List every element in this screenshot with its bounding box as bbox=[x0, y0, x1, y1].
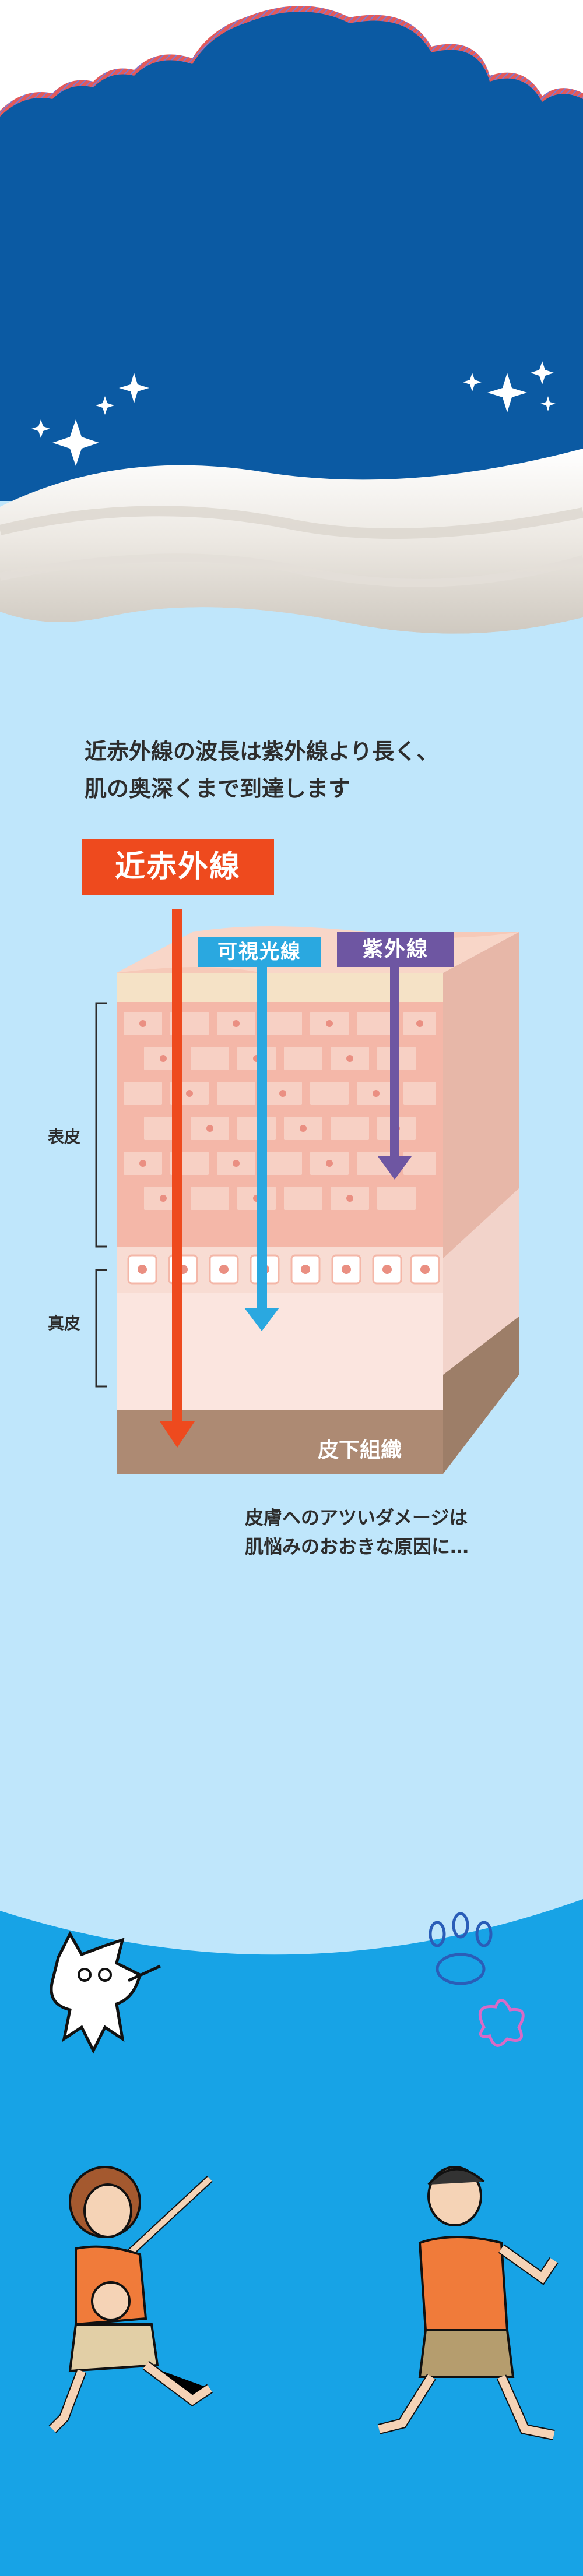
subcutaneous-label: 皮下組織 bbox=[318, 1438, 402, 1462]
visible-light-tag: 可視光線 bbox=[198, 937, 321, 967]
headline-line-1: 近赤外線の波長は紫外線より長く、 bbox=[85, 739, 439, 764]
epidermis-label: 表皮 bbox=[48, 1127, 81, 1146]
cloud-decoration bbox=[0, 0, 583, 175]
dog-doodle-illustration bbox=[50, 1931, 161, 2054]
skin-cross-section-diagram bbox=[117, 909, 519, 1474]
caption-line-1: 皮膚へのアツいダメージは bbox=[245, 1506, 468, 1529]
layer-brackets bbox=[95, 1002, 107, 1388]
headline-line-2: 肌の奥深くまで到達します bbox=[85, 776, 351, 802]
near-infrared-tag: 近赤外線 bbox=[82, 839, 274, 895]
paw-butterfly-doodle bbox=[429, 1912, 525, 2047]
father-illustration bbox=[377, 2166, 559, 2440]
dermis-label: 真皮 bbox=[48, 1314, 81, 1333]
ultraviolet-tag: 紫外線 bbox=[337, 932, 454, 967]
caption: 皮膚へのアツいダメージは 肌悩みのおおきな原因に… bbox=[245, 1503, 536, 1561]
sparkle-icon bbox=[31, 373, 149, 466]
sparkle-icon bbox=[463, 361, 556, 412]
headline: 近赤外線の波長は紫外線より長く、 肌の奥深くまで到達します bbox=[85, 733, 528, 807]
caption-line-2: 肌悩みのおおきな原因に… bbox=[245, 1536, 469, 1558]
bottom-blue-background bbox=[0, 1899, 583, 2576]
mother-child-illustration bbox=[48, 2166, 213, 2433]
